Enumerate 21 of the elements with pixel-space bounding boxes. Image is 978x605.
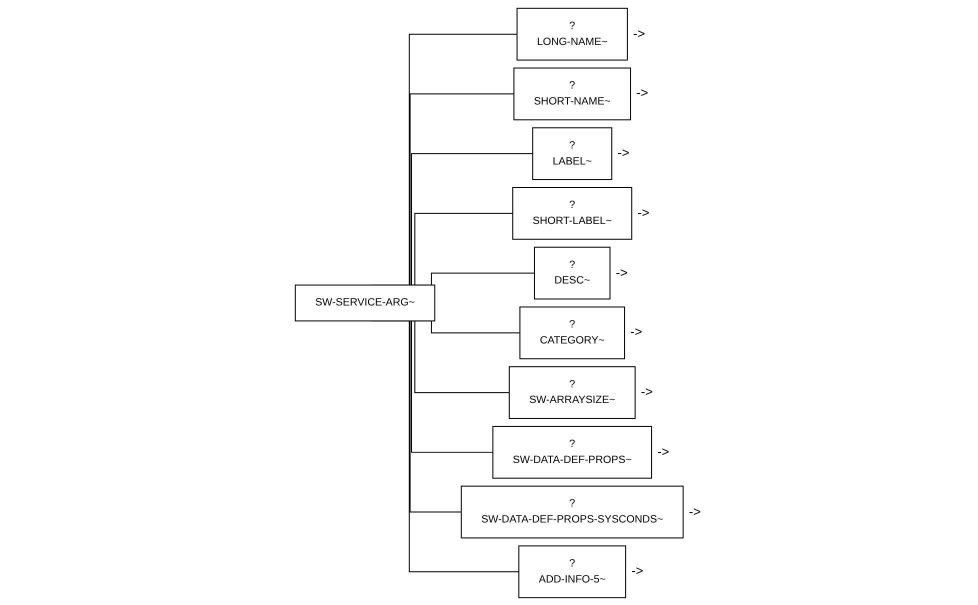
continuation-mark: ->: [657, 444, 670, 459]
continuation-mark: ->: [630, 325, 642, 340]
node-box: [534, 246, 610, 300]
node-box: [492, 425, 652, 478]
continuation-mark: ->: [618, 146, 630, 160]
continuation-mark: ->: [688, 504, 701, 519]
node-box: [460, 485, 684, 538]
node-box: [294, 284, 436, 321]
node-box: [508, 366, 636, 418]
continuation-mark: ->: [636, 86, 648, 100]
node-box: [518, 544, 626, 598]
node-box: [532, 126, 612, 180]
continuation-mark: ->: [637, 206, 650, 220]
node-box: [513, 67, 631, 120]
node-box: [512, 186, 632, 240]
continuation-mark: ->: [640, 385, 653, 400]
continuation-mark: ->: [631, 564, 644, 578]
continuation-mark: ->: [633, 26, 646, 41]
node-box: [516, 7, 628, 60]
node-box: [519, 306, 625, 359]
continuation-mark: ->: [616, 266, 628, 280]
